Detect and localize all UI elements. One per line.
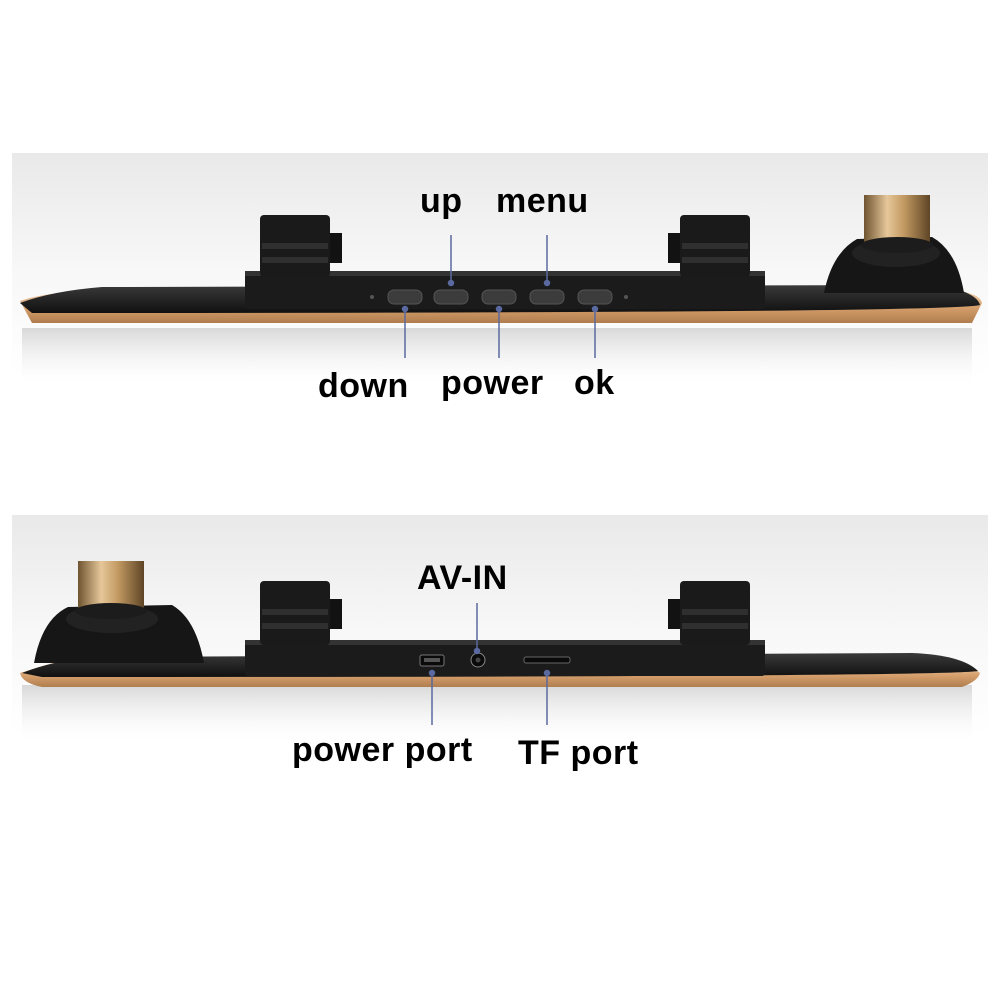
label-up: up bbox=[420, 182, 463, 220]
up-button[interactable] bbox=[433, 289, 469, 305]
label-tf-port: TF port bbox=[518, 734, 639, 772]
label-ok: ok bbox=[574, 364, 615, 402]
top-view-panel bbox=[12, 153, 988, 473]
label-down: down bbox=[318, 367, 409, 405]
power-button[interactable] bbox=[481, 289, 517, 305]
mount-clip-icon bbox=[668, 581, 750, 645]
usb-port-icon[interactable] bbox=[419, 654, 445, 667]
audio-jack-icon[interactable] bbox=[470, 652, 486, 668]
mount-clip-icon bbox=[260, 215, 342, 277]
card-slot-icon[interactable] bbox=[523, 656, 571, 664]
dashcam-bottom-illustration bbox=[20, 561, 980, 745]
port-housing bbox=[245, 640, 765, 676]
dashcam-top-illustration bbox=[20, 195, 982, 388]
lens-icon bbox=[824, 195, 964, 293]
bottom-view-panel bbox=[12, 515, 988, 831]
label-av-in: AV-IN bbox=[417, 559, 508, 597]
down-button[interactable] bbox=[387, 289, 423, 305]
reflection bbox=[22, 328, 972, 388]
mount-clip-icon bbox=[260, 581, 342, 645]
label-power: power bbox=[441, 364, 544, 402]
leader-lines bbox=[401, 235, 599, 358]
label-menu: menu bbox=[496, 182, 589, 220]
label-power-port: power port bbox=[292, 731, 473, 769]
lens-icon bbox=[34, 561, 204, 663]
leader-lines bbox=[428, 603, 551, 725]
mount-clip-icon bbox=[668, 215, 750, 277]
reflection bbox=[22, 685, 972, 745]
menu-button[interactable] bbox=[529, 289, 565, 305]
ok-button[interactable] bbox=[577, 289, 613, 305]
button-row bbox=[370, 289, 628, 305]
